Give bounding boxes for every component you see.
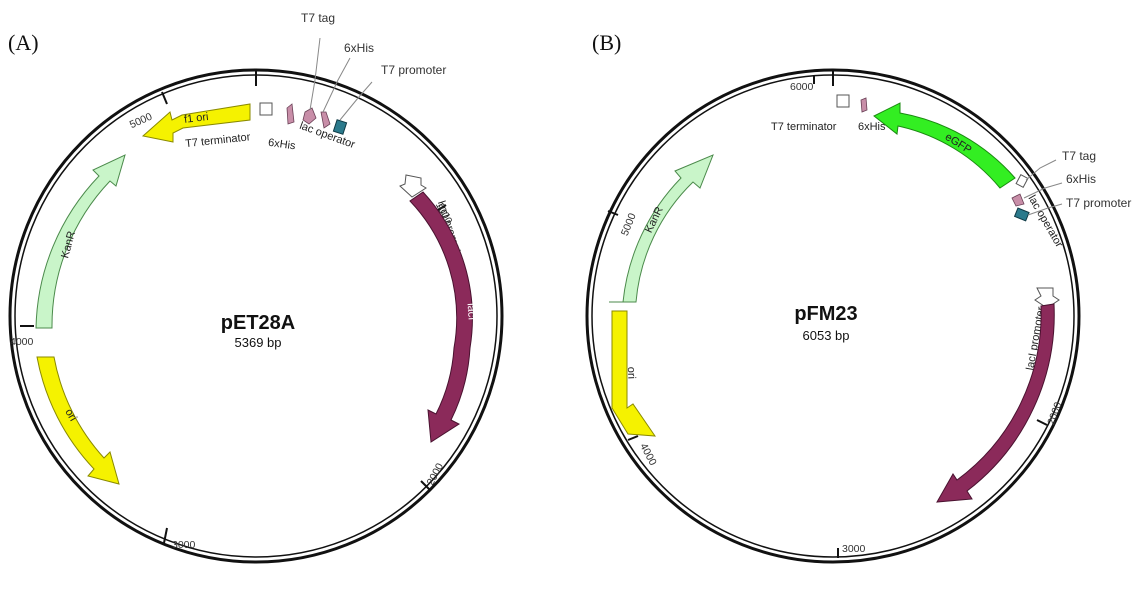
- panel-a-tick-2000: [420, 480, 431, 491]
- panel-a-f1-ori-arrow: [141, 103, 251, 143]
- panel-a-t7-promoter-leader: [339, 81, 373, 121]
- panel-b-tick-4000: [627, 435, 639, 441]
- panel-b-t7-promoter-leader: [1027, 203, 1063, 216]
- panel-b-tick-5000: [607, 210, 619, 216]
- panel-b-ori-label: ori: [625, 367, 637, 380]
- panel-a-callout-t7-tag: T7 tag: [301, 11, 335, 25]
- panel-a-6xhis-2-feature: [320, 111, 331, 129]
- panel-a-laci-arrow: [409, 191, 473, 443]
- panel-a-6xhis-leader: [322, 57, 351, 113]
- panel-a-t7-terminator-box: [259, 102, 273, 116]
- panel-a-6xhis-label: 6xHis: [267, 137, 296, 153]
- panel-b-tick-label-3000: 3000: [842, 543, 866, 555]
- panel-a-t7-terminator-label: T7 terminator: [185, 131, 252, 150]
- panel-b-plasmid-name: pFM23: [794, 303, 857, 325]
- panel-b-ori-arrow: [611, 310, 657, 437]
- panel-b-callout-t7-promoter: T7 promoter: [1066, 196, 1131, 210]
- panel-a-f1-ori-label: f1 ori: [183, 111, 209, 126]
- panel-b-kanr-arrow: [609, 154, 714, 303]
- panel-b-tag: (B): [592, 30, 621, 55]
- panel-a-laci-promoter-arrow: [399, 174, 427, 198]
- panel-a-plasmid-name: pET28A: [221, 312, 295, 334]
- panel-a-tick-3000: [163, 527, 168, 544]
- panel-b-t7-terminator-box: [836, 94, 850, 108]
- panel-b-t7-tag-feature: [1015, 174, 1029, 188]
- panel-a-tick-5000: [161, 91, 168, 105]
- panel-a-laci-label: lacI: [465, 303, 478, 321]
- panel-b-tick-label-5000: 5000: [619, 211, 639, 237]
- panel-b-tick-2000: [1036, 419, 1048, 426]
- panel-b-t7-terminator-label: T7 terminator: [771, 121, 837, 133]
- panel-a-callout-6xhis: 6xHis: [344, 41, 374, 55]
- panel-a-t7-tag-leader: [309, 37, 321, 111]
- panel-b-6xhis-top-label: 6xHis: [858, 121, 886, 133]
- panel-a-tag: (A): [8, 30, 39, 55]
- panel-b-tick-label-2000: 2000: [1045, 400, 1064, 426]
- panel-b-plasmid-size: 6053 bp: [803, 328, 850, 343]
- panel-a-ori-arrow: [36, 356, 120, 485]
- panel-b-t7-promoter-feature: [1013, 207, 1030, 222]
- panel-a-tick-label-5000: 5000: [128, 111, 154, 132]
- panel-b-6xhis-top-feature: [860, 97, 868, 113]
- panel-a-ori-label: ori: [62, 407, 79, 424]
- panel-a-callout-t7-promoter: T7 promoter: [381, 63, 446, 77]
- panel-a-tick-label-3000: 3000: [172, 539, 196, 551]
- panel-b-callout-t7-tag: T7 tag: [1062, 149, 1096, 163]
- panel-b-callout-6xhis: 6xHis: [1066, 172, 1096, 186]
- panel-a-plasmid-size: 5369 bp: [235, 335, 282, 350]
- panel-b-6xhis-feature: [1011, 193, 1025, 207]
- panel-a: (A) 5000 1000 4000 2000 3000 f1 ori T7 t…: [8, 11, 504, 564]
- panel-b: (B) 6000 5000 4000 2000 3000 T7 terminat…: [585, 30, 1131, 564]
- panel-a-6xhis-feature: [286, 103, 295, 125]
- panel-a-tick-label-4000: 4000: [10, 336, 34, 348]
- panel-a-t7-tag-feature: [302, 107, 317, 125]
- panel-b-tick-label-6000: 6000: [790, 81, 814, 93]
- panel-a-kanr-arrow: [35, 154, 126, 329]
- panel-b-laci-arrow: [936, 303, 1055, 503]
- panel-b-egfp-arrow: [873, 102, 1016, 189]
- panel-b-6xhis-leader: [1023, 182, 1063, 199]
- panel-a-t7-promoter-feature: [332, 119, 348, 135]
- panel-b-tick-label-4000: 4000: [637, 441, 659, 467]
- panel-b-t7-tag-leader: [1025, 159, 1057, 181]
